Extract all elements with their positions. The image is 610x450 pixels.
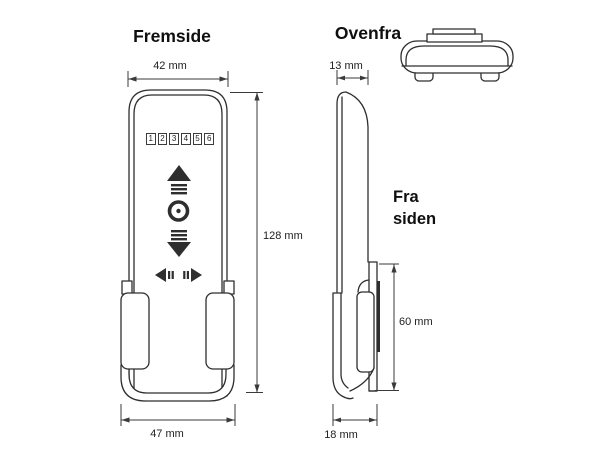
front-view-drawing <box>120 89 235 402</box>
channel-indicator: 2 <box>157 133 168 145</box>
top-view-drawing <box>400 28 514 82</box>
top-tab <box>426 33 483 43</box>
top-tab-inner <box>432 28 476 35</box>
channel-indicator: 1 <box>146 133 156 145</box>
side-wall-plate-edge <box>377 281 380 352</box>
bracket-clip-left <box>120 292 150 370</box>
dimension-front-height <box>230 92 263 393</box>
left-arrow-icon <box>155 268 174 282</box>
side-bracket-step <box>357 279 370 293</box>
channel-indicator: 3 <box>169 133 179 145</box>
channel-indicator: 4 <box>181 133 191 145</box>
side-bracket-hook <box>332 292 354 400</box>
dimension-side-bracket-height <box>375 263 399 391</box>
channel-indicator-row: 1 2 3 4 5 6 <box>146 133 214 145</box>
front-view-title: Fremside <box>133 26 211 46</box>
dim-label-side-bracket-height: 60 mm <box>399 316 433 328</box>
side-body-profile <box>336 91 369 293</box>
dim-label-side-depth: 18 mm <box>324 429 358 441</box>
channel-indicator: 6 <box>204 133 214 145</box>
dimension-bracket-width <box>120 404 236 426</box>
dim-label-front-width: 42 mm <box>153 60 187 72</box>
top-inner-line <box>405 45 509 67</box>
channel-indicator: 5 <box>192 133 203 145</box>
dim-label-front-height: 128 mm <box>263 230 303 242</box>
bracket-post-left <box>121 280 133 295</box>
dimension-front-width <box>127 71 229 87</box>
bracket-post-right <box>223 280 235 295</box>
right-arrow-icon <box>183 268 202 282</box>
bracket-clip-right <box>205 292 235 370</box>
dimension-side-depth <box>332 404 378 426</box>
down-arrow-icon <box>167 230 191 257</box>
stop-button-icon <box>167 200 190 222</box>
top-view-title: Ovenfra <box>334 23 402 43</box>
side-view-title: Fra siden <box>393 188 437 228</box>
dimension-side-thickness <box>336 70 369 85</box>
side-bracket-clip <box>356 291 375 373</box>
side-view-drawing <box>332 91 380 400</box>
up-arrow-icon <box>167 165 191 195</box>
dim-label-bracket-width: 47 mm <box>150 428 184 440</box>
dim-label-side-thickness: 13 mm <box>329 60 363 72</box>
